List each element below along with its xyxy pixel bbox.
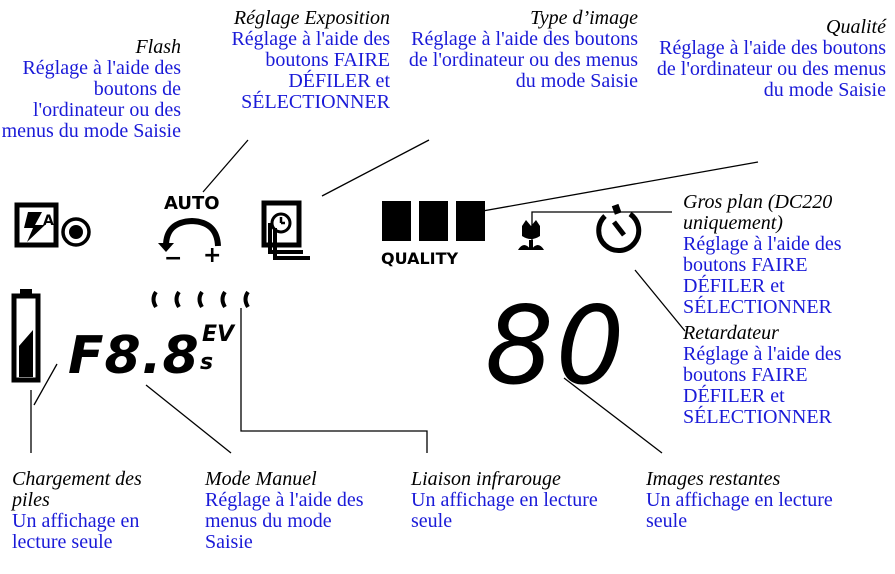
timer-leader bbox=[634, 269, 686, 332]
image-type-icon bbox=[261, 200, 310, 260]
ev-label: EV bbox=[202, 322, 235, 347]
exposure-dial-icon bbox=[158, 217, 221, 252]
callout-desc: Réglage à l'aide des boutons de l'ordina… bbox=[408, 28, 638, 92]
callout-desc: Réglage à l'aide des boutons FAIRE DÉFIL… bbox=[683, 233, 842, 318]
macro-flower-icon bbox=[518, 220, 544, 250]
exposure-plus-label: + bbox=[203, 243, 222, 268]
flash-leader bbox=[33, 363, 58, 406]
callout-flash: Flash Réglage à l'aide des boutons de l'… bbox=[0, 37, 181, 142]
callout-remaining: Images restantes Un affichage en lecture… bbox=[646, 469, 846, 532]
remaining-leader bbox=[563, 377, 663, 454]
imagetype-leader bbox=[321, 139, 430, 197]
quality-leader bbox=[476, 161, 759, 213]
manual-leader bbox=[145, 384, 232, 454]
callout-desc: Réglage à l'aide des menus du mode Saisi… bbox=[205, 489, 364, 553]
callout-title: Type d’image bbox=[530, 7, 638, 29]
callout-desc: Un affichage en lecture seule bbox=[12, 510, 140, 553]
callout-desc: Réglage à l'aide des boutons FAIRE DÉFIL… bbox=[231, 28, 390, 113]
exposure-minus-label: − bbox=[164, 246, 183, 271]
aperture-readout: F8.8 bbox=[68, 326, 200, 386]
flash-auto-icon: A bbox=[14, 202, 59, 248]
self-timer-icon bbox=[596, 203, 642, 254]
callout-title: Mode Manuel bbox=[205, 468, 317, 490]
callout-exposure: Réglage Exposition Réglage à l'aide des … bbox=[190, 8, 390, 113]
red-eye-icon bbox=[61, 217, 91, 247]
callout-desc: Un affichage en lecture seule bbox=[411, 489, 598, 532]
quality-bars-icon bbox=[382, 201, 485, 241]
infrared-leader bbox=[240, 308, 428, 453]
callout-quality: Qualité Réglage à l'aide des boutons de … bbox=[654, 17, 886, 101]
callout-timer: Retardateur Réglage à l'aide des boutons… bbox=[683, 323, 893, 428]
callout-title: Flash bbox=[135, 36, 181, 58]
s-label: s bbox=[200, 350, 214, 375]
callout-desc: Un affichage en lecture seule bbox=[646, 489, 833, 532]
callout-desc: Réglage à l'aide des boutons de l'ordina… bbox=[656, 37, 886, 101]
callout-desc: Réglage à l'aide des boutons FAIRE DÉFIL… bbox=[683, 343, 842, 428]
callout-imagetype: Type d’image Réglage à l'aide des bouton… bbox=[406, 8, 638, 92]
callout-title: Réglage Exposition bbox=[233, 7, 390, 29]
callout-title: Retardateur bbox=[683, 322, 779, 344]
callout-title: Qualité bbox=[826, 16, 886, 38]
callout-title: Chargement des piles bbox=[12, 468, 142, 511]
battery-icon bbox=[11, 289, 41, 383]
callout-infrared: Liaison infrarouge Un affichage en lectu… bbox=[411, 469, 611, 532]
quality-label: QUALITY bbox=[381, 249, 459, 268]
callout-title: Liaison infrarouge bbox=[411, 468, 561, 490]
exposure-auto-label: AUTO bbox=[164, 193, 220, 214]
callout-title: Images restantes bbox=[646, 468, 781, 490]
remaining-count: 80 bbox=[485, 284, 627, 409]
callout-battery: Chargement des piles Un affichage en lec… bbox=[12, 469, 177, 553]
callout-desc: Réglage à l'aide des boutons de l'ordina… bbox=[1, 57, 181, 142]
callout-closeup: Gros plan (DC220 uniquement) Réglage à l… bbox=[683, 192, 893, 318]
exposure-leader bbox=[202, 139, 249, 193]
callout-title: Gros plan (DC220 uniquement) bbox=[683, 191, 833, 234]
infrared-link-icon bbox=[151, 290, 250, 309]
callout-manual: Mode Manuel Réglage à l'aide des menus d… bbox=[205, 469, 375, 553]
svg-text:A: A bbox=[43, 213, 54, 229]
